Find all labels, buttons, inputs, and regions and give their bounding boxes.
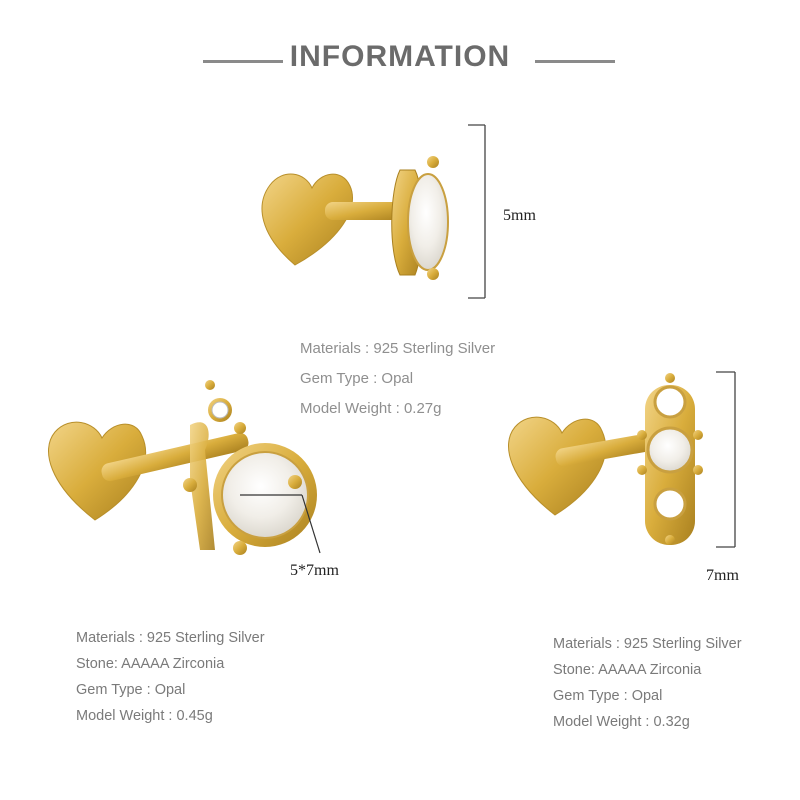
spec-list-right: Materials : 925 Sterling Silver Stone: A… xyxy=(553,636,742,740)
title-rule-left xyxy=(203,60,283,63)
section-title: INFORMATION xyxy=(0,40,800,74)
spec-stone: Stone: AAAAA Zirconia xyxy=(76,656,225,672)
dimension-label-left: 5*7mm xyxy=(290,562,339,579)
dimension-label-top: 5mm xyxy=(503,207,536,224)
earring-top-image xyxy=(261,156,449,280)
spec-stone: Stone: AAAAA Zirconia xyxy=(553,662,702,678)
dimension-bracket-top xyxy=(468,124,486,299)
spec-materials: Materials : 925 Sterling Silver xyxy=(300,340,496,357)
spec-gem-type: Gem Type : Opal xyxy=(553,688,663,704)
spec-materials: Materials : 925 Sterling Silver xyxy=(553,636,742,652)
section-title-text: INFORMATION xyxy=(289,40,511,73)
spec-gem-type: Gem Type : Opal xyxy=(76,682,186,698)
spec-weight: Model Weight : 0.45g xyxy=(76,708,213,724)
spec-weight: Model Weight : 0.27g xyxy=(300,400,442,417)
dimension-leader-left xyxy=(240,494,321,554)
dimension-label-right: 7mm xyxy=(706,567,739,584)
spec-gem-type: Gem Type : Opal xyxy=(300,370,414,387)
spec-materials: Materials : 925 Sterling Silver xyxy=(76,630,265,646)
spec-weight: Model Weight : 0.32g xyxy=(553,714,690,730)
spec-list-top: Materials : 925 Sterling Silver Gem Type… xyxy=(300,334,495,424)
spec-list-left: Materials : 925 Sterling Silver Stone: A… xyxy=(76,630,265,734)
earring-right-image xyxy=(508,373,703,545)
dimension-bracket-right xyxy=(716,371,736,548)
title-rule-right xyxy=(535,60,615,63)
